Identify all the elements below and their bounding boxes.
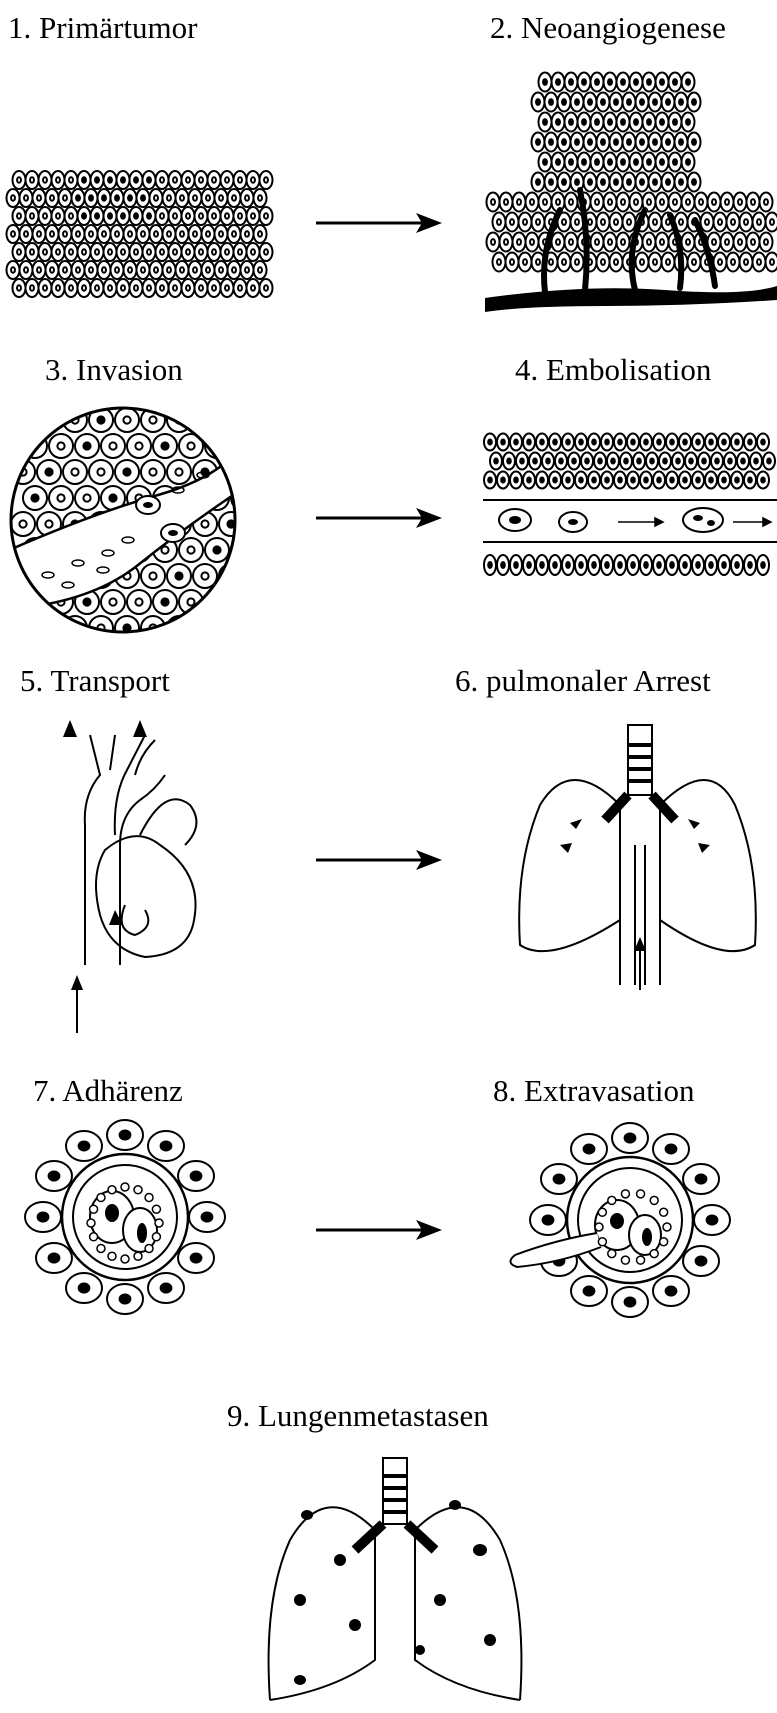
transport-heart-illustration bbox=[45, 715, 225, 1035]
extravasation-illustration bbox=[505, 1115, 745, 1330]
step-6-label: 6. pulmonaler Arrest bbox=[455, 663, 711, 699]
invasion-illustration bbox=[8, 405, 238, 635]
arrow-7-to-8 bbox=[312, 1215, 447, 1245]
embolisation-illustration bbox=[483, 430, 777, 595]
primary-tumor-illustration bbox=[5, 70, 275, 310]
adherence-illustration bbox=[20, 1115, 230, 1320]
neoangiogenesis-illustration bbox=[485, 60, 777, 320]
arrow-5-to-6 bbox=[312, 845, 447, 875]
lung-metastases-illustration bbox=[255, 1450, 535, 1705]
step-5-label: 5. Transport bbox=[20, 663, 170, 699]
step-1-label: 1. Primärtumor bbox=[8, 10, 197, 46]
pulmonary-arrest-lungs-illustration bbox=[510, 715, 765, 990]
step-4-label: 4. Embolisation bbox=[515, 352, 711, 388]
arrow-3-to-4 bbox=[312, 503, 447, 533]
step-7-label: 7. Adhärenz bbox=[33, 1073, 183, 1109]
step-2-label: 2. Neoangiogenese bbox=[490, 10, 726, 46]
step-9-label: 9. Lungenmetastasen bbox=[227, 1398, 489, 1434]
step-3-label: 3. Invasion bbox=[45, 352, 183, 388]
step-8-label: 8. Extravasation bbox=[493, 1073, 694, 1109]
arrow-1-to-2 bbox=[312, 208, 447, 238]
